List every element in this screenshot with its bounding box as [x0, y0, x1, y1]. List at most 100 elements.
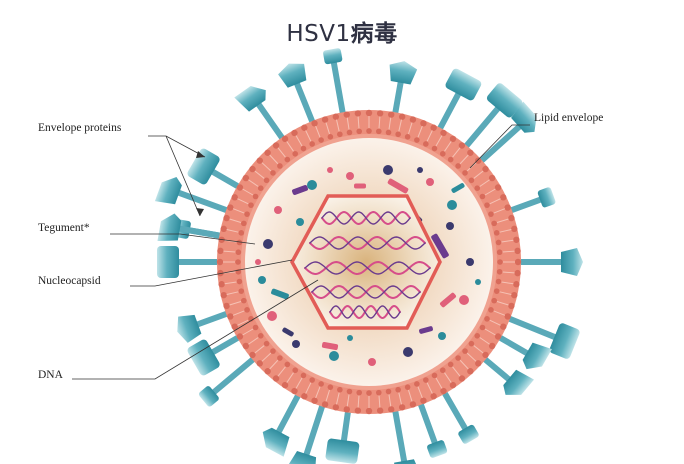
protein-head: [177, 314, 202, 343]
lipid-head-inner: [423, 377, 429, 383]
lipid-tail: [242, 328, 254, 336]
lipid-head-outer: [242, 174, 250, 182]
lipid-tail: [295, 135, 303, 147]
protein-head: [288, 451, 317, 464]
lipid-tail: [408, 122, 413, 135]
tegument-particle: [292, 340, 300, 348]
lipid-tail: [435, 135, 443, 147]
lipid-head-inner: [236, 239, 243, 246]
lipid-tail: [435, 377, 443, 389]
capsid-hexagon: [290, 194, 442, 330]
protein-stalk: [293, 81, 320, 134]
lipid-tail: [269, 359, 279, 370]
lipid-head-outer: [343, 406, 350, 413]
lipid-head-outer: [514, 247, 521, 255]
protein-head: [389, 61, 418, 85]
lipid-head-inner: [263, 177, 270, 184]
lipid-tail: [489, 198, 501, 205]
lipid-tail: [398, 119, 402, 132]
protein-stalk: [211, 350, 264, 396]
lipid-head-outer: [264, 149, 271, 156]
lipid-tail: [459, 359, 469, 370]
envelope-protein: [262, 384, 306, 457]
lipid-head-inner: [327, 384, 334, 390]
protein-head: [549, 323, 580, 359]
lipid-head-outer: [482, 351, 489, 359]
lipid-head-outer: [409, 116, 417, 123]
tegument-particle: [368, 358, 376, 366]
lipid-head-inner: [462, 170, 468, 176]
tegument-particle: [387, 178, 409, 194]
lipid-head-outer: [311, 397, 318, 404]
protein-head: [561, 248, 583, 276]
lipid-head-outer: [514, 258, 522, 266]
lipid-head-outer: [354, 110, 362, 117]
lipid-head-inner: [356, 389, 363, 396]
tegument-particle: [346, 172, 354, 180]
lipid-head-outer: [488, 342, 496, 350]
tegument-particle: [274, 206, 282, 214]
lipid-tail: [346, 394, 350, 407]
lipid-head-inner: [431, 372, 438, 379]
dna-strands: [304, 210, 431, 320]
lipid-head-outer: [272, 142, 280, 149]
lipid-head-inner: [474, 185, 481, 192]
tegument-particle: [466, 258, 474, 266]
lipid-head-inner: [493, 288, 500, 294]
lipid-head-outer: [388, 111, 395, 118]
lipid-tail: [502, 271, 515, 274]
lipid-head-outer: [508, 214, 515, 222]
lipid-tail: [229, 218, 242, 223]
lipid-head-inner: [337, 131, 343, 138]
lipid-head-outer: [494, 184, 502, 191]
lipid-head-outer: [508, 302, 515, 310]
lipid-head-outer: [467, 149, 474, 156]
lipid-tail: [295, 377, 303, 389]
lipid-head-inner: [414, 381, 420, 387]
envelope-protein: [457, 83, 523, 157]
tegument-particle: [329, 351, 339, 361]
protein-stalk: [436, 382, 469, 432]
lipid-head-inner: [241, 220, 247, 227]
lipid-head-inner: [309, 377, 315, 383]
lipid-head-outer: [272, 375, 280, 382]
dna-strand-purple: [304, 261, 431, 275]
protein-stalk: [275, 384, 306, 435]
lipid-head-inner: [277, 163, 283, 169]
lipid-head-inner: [241, 297, 247, 304]
lipid-head-outer: [504, 204, 511, 211]
lipid-head-inner: [284, 361, 291, 368]
envelope-protein: [390, 399, 421, 464]
lipid-head-inner: [292, 150, 299, 157]
nucleocapsid: [290, 194, 442, 330]
lipid-head-outer: [482, 165, 489, 173]
lipid-tail: [277, 147, 286, 158]
tegument-particle: [282, 327, 294, 337]
protein-head: [262, 427, 290, 457]
envelope-protein: [234, 86, 291, 149]
lipid-head-outer: [301, 124, 308, 131]
lipid-head-inner: [238, 288, 245, 294]
lipid-head-inner: [484, 202, 490, 208]
tegument-particle: [431, 233, 449, 259]
lipid-tail: [466, 352, 477, 362]
lipid-head-outer: [494, 333, 502, 340]
lipid-head-outer: [420, 397, 427, 404]
lipid-tail: [305, 130, 312, 142]
leader-envelope-proteins-b: [165, 135, 201, 217]
lipid-head-inner: [375, 389, 382, 396]
protein-head: [522, 342, 552, 370]
envelope-protein: [288, 394, 329, 464]
lipid-tail: [315, 386, 321, 399]
protein-head: [486, 83, 523, 118]
lipid-head-outer: [514, 269, 521, 277]
lipid-head-inner: [346, 388, 353, 395]
lipid-head-outer: [311, 120, 318, 127]
tegument-particle: [447, 200, 457, 210]
lipid-tail: [325, 122, 330, 135]
lipid-head-inner: [270, 348, 276, 354]
lipid-head-outer: [332, 113, 340, 120]
lipid-head-outer: [217, 247, 224, 255]
protein-stalk: [432, 89, 463, 140]
lipid-head-inner: [309, 141, 315, 147]
